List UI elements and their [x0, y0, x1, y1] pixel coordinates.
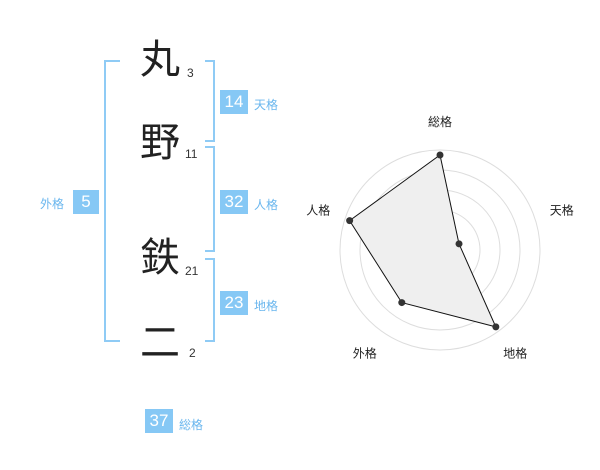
gaikaku-bracket — [104, 60, 120, 342]
name-char-2: 野 — [140, 120, 180, 166]
jinkaku-badge: 32 — [220, 190, 248, 214]
radar-point — [455, 240, 463, 248]
radar-shape — [348, 154, 497, 328]
name-char-4: 二 — [140, 320, 180, 366]
radar-points — [346, 151, 500, 331]
radar-ring — [339, 149, 541, 351]
radar-point — [492, 323, 500, 331]
gaikaku-label: 外格 — [40, 197, 65, 211]
radar-point — [346, 217, 354, 225]
stroke-count-4: 2 — [189, 346, 196, 360]
chikaku-badge: 23 — [220, 291, 248, 315]
radar-point — [398, 299, 406, 307]
radar-axis-label: 地格 — [503, 346, 527, 361]
tenkaku-label: 天格 — [254, 98, 279, 112]
radar-axis-label: 人格 — [306, 202, 330, 217]
stroke-count-2: 11 — [185, 147, 198, 161]
stroke-count-3: 21 — [185, 264, 199, 278]
name-char-1: 丸 — [140, 37, 180, 83]
name-char-3: 鉄 — [140, 235, 180, 281]
soukaku-label: 総格 — [179, 418, 204, 432]
radar-axis-label: 天格 — [550, 202, 574, 217]
jinkaku-label: 人格 — [254, 198, 279, 212]
radar-point — [436, 151, 444, 159]
radar-axis-label: 総格 — [428, 114, 452, 129]
stroke-count-1: 3 — [187, 66, 194, 80]
chikaku-label: 地格 — [254, 299, 279, 313]
gaikaku-badge: 5 — [73, 190, 99, 214]
radar-axis-label: 外格 — [353, 346, 377, 361]
jinkaku-bracket — [205, 146, 215, 252]
chikaku-bracket — [205, 258, 215, 342]
tenkaku-badge: 14 — [220, 90, 248, 114]
soukaku-badge: 37 — [145, 409, 173, 433]
tenkaku-bracket — [205, 60, 215, 142]
